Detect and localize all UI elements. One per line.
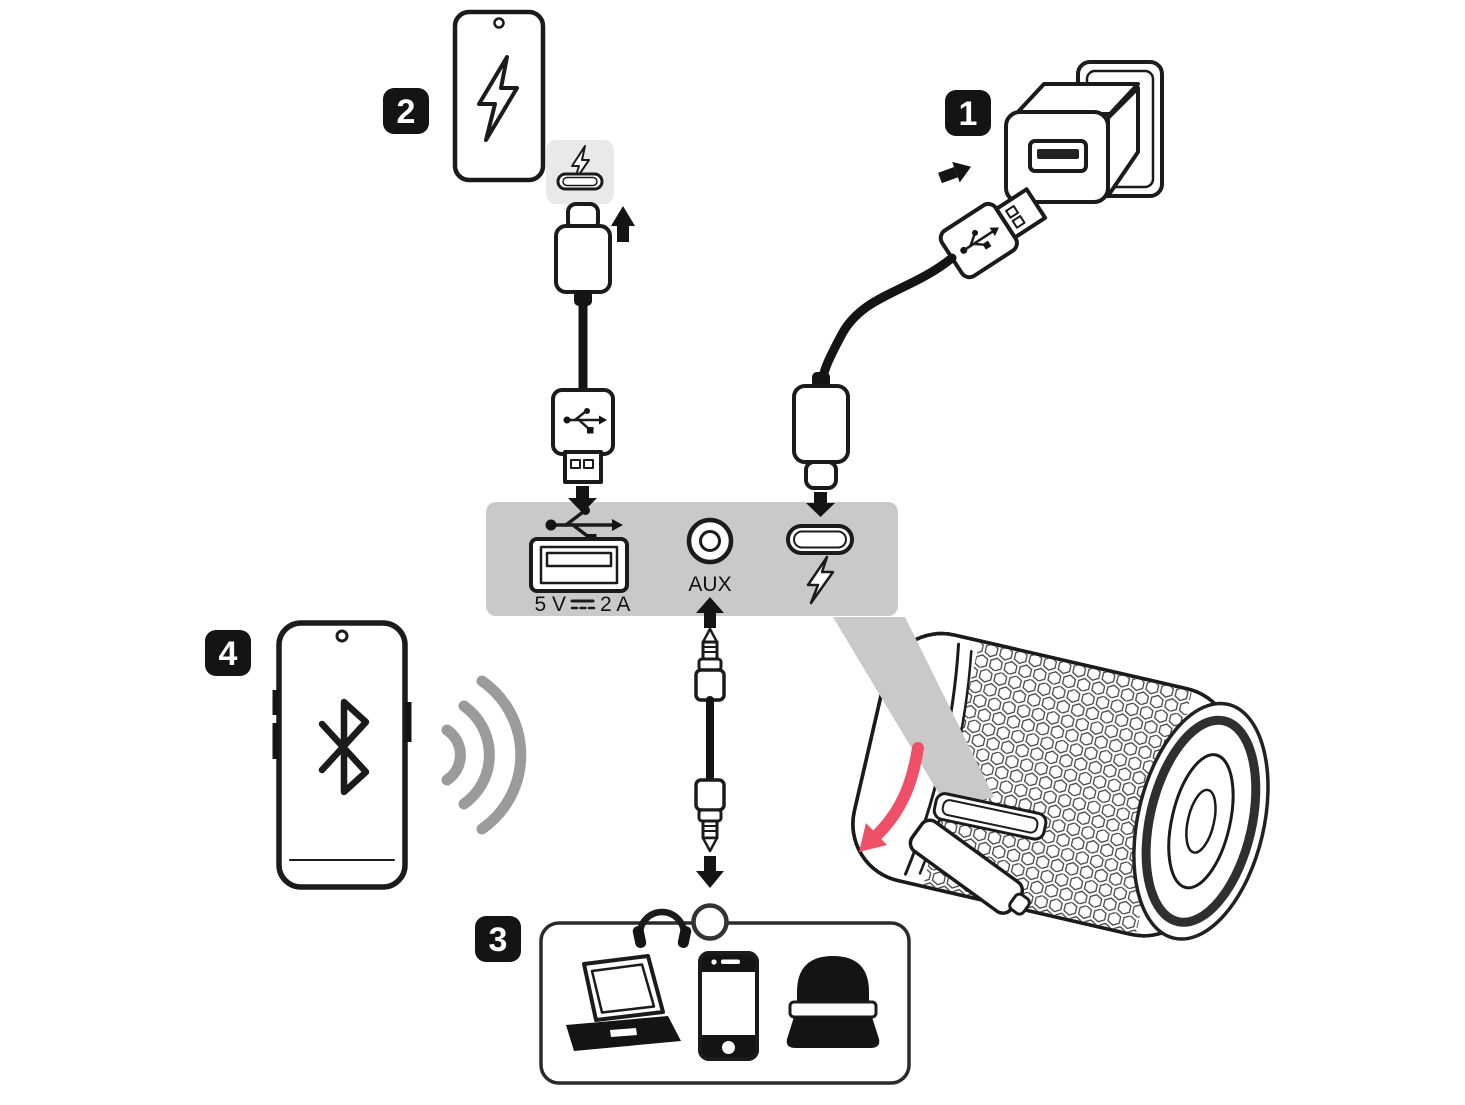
bluetooth-waves [441, 675, 527, 835]
phone-side-button [272, 690, 279, 715]
badge-step4-number: 4 [219, 635, 238, 673]
laptop-icon [566, 954, 681, 1051]
port-recess [932, 792, 1048, 841]
flap-tab [1008, 892, 1031, 916]
arrow-down-to-devices [696, 856, 724, 888]
plug-hole [1005, 205, 1020, 219]
phone-side-button [405, 702, 412, 742]
lightning-icon [477, 55, 519, 142]
phone-notch [493, 17, 505, 29]
plug-hole [583, 459, 594, 469]
usb-amp-label: 2 A [600, 593, 630, 616]
plug-tip [804, 460, 838, 490]
plug-hole [1011, 215, 1026, 229]
usb-a-plug-angled [938, 187, 1048, 280]
smartphone-icon [698, 951, 759, 1061]
badge-step3: 3 [475, 916, 521, 962]
plug-metal [563, 450, 603, 484]
badge-step1: 1 [945, 90, 991, 136]
arrow-down-to-usb-c-port [806, 492, 835, 517]
panel-callout-wedge [833, 617, 994, 809]
plug-metal [994, 187, 1048, 240]
usb-c-port-callout [546, 140, 614, 204]
headphones-icon [632, 908, 692, 948]
aux-label: AUX [688, 573, 731, 596]
lightning-icon [806, 555, 835, 605]
usb-cable-right [816, 253, 957, 393]
usb-trident-icon [960, 227, 999, 254]
usb-a-port [529, 537, 629, 593]
usb-a-plug-downward [551, 388, 615, 484]
headphone-jack-ring [691, 903, 729, 941]
plug-body [792, 384, 850, 464]
phone-side-button [272, 723, 279, 759]
device-box [539, 921, 911, 1085]
port-cover-flap [908, 792, 1048, 916]
plug-body [554, 224, 612, 294]
arrow-up-icon [611, 206, 635, 242]
badge-step2: 2 [383, 88, 429, 134]
usb-c-port-shape [556, 172, 604, 191]
dc-symbol [570, 599, 596, 610]
arrow-up-to-aux [696, 597, 724, 628]
step2-charging-phone [452, 9, 546, 183]
power-adapter [1004, 82, 1140, 204]
port-recess-inner [941, 799, 1039, 834]
insert-arrow-icon [938, 161, 972, 184]
aux-jack [686, 517, 734, 565]
bluetooth-icon [318, 698, 370, 796]
usb-cable-left [574, 290, 592, 397]
usb-trident-icon [563, 408, 607, 434]
speaker-device-icon [786, 956, 880, 1048]
badge-step4: 4 [205, 630, 251, 676]
aux-plug-lower [694, 778, 726, 853]
usb-c-port [786, 524, 854, 555]
phone-notch [335, 629, 349, 643]
usb-volt-label: 5 V [534, 593, 566, 616]
badge-step1-number: 1 [959, 95, 978, 133]
step4-bluetooth-phone [272, 620, 412, 890]
arrow-down-to-usb-port [568, 486, 597, 513]
aux-plug-upper [694, 627, 726, 702]
pink-arrowhead [859, 823, 887, 852]
plug-hole [570, 459, 581, 469]
badge-step3-number: 3 [489, 921, 508, 959]
port-panel: 5 V 2 A AUX [486, 502, 898, 616]
usb-c-plug-downward [792, 372, 850, 490]
badge-step2-number: 2 [397, 93, 416, 131]
usb-a-female-port [1028, 139, 1088, 173]
speaker-radiator-ring [1132, 701, 1270, 941]
usb-c-port-inner [562, 176, 598, 187]
usb-output-rating-label: 5 V 2 A [534, 593, 630, 616]
open-direction-arrow [859, 742, 924, 852]
aux-cable [694, 597, 726, 888]
usb-c-plug-upward [554, 202, 612, 294]
